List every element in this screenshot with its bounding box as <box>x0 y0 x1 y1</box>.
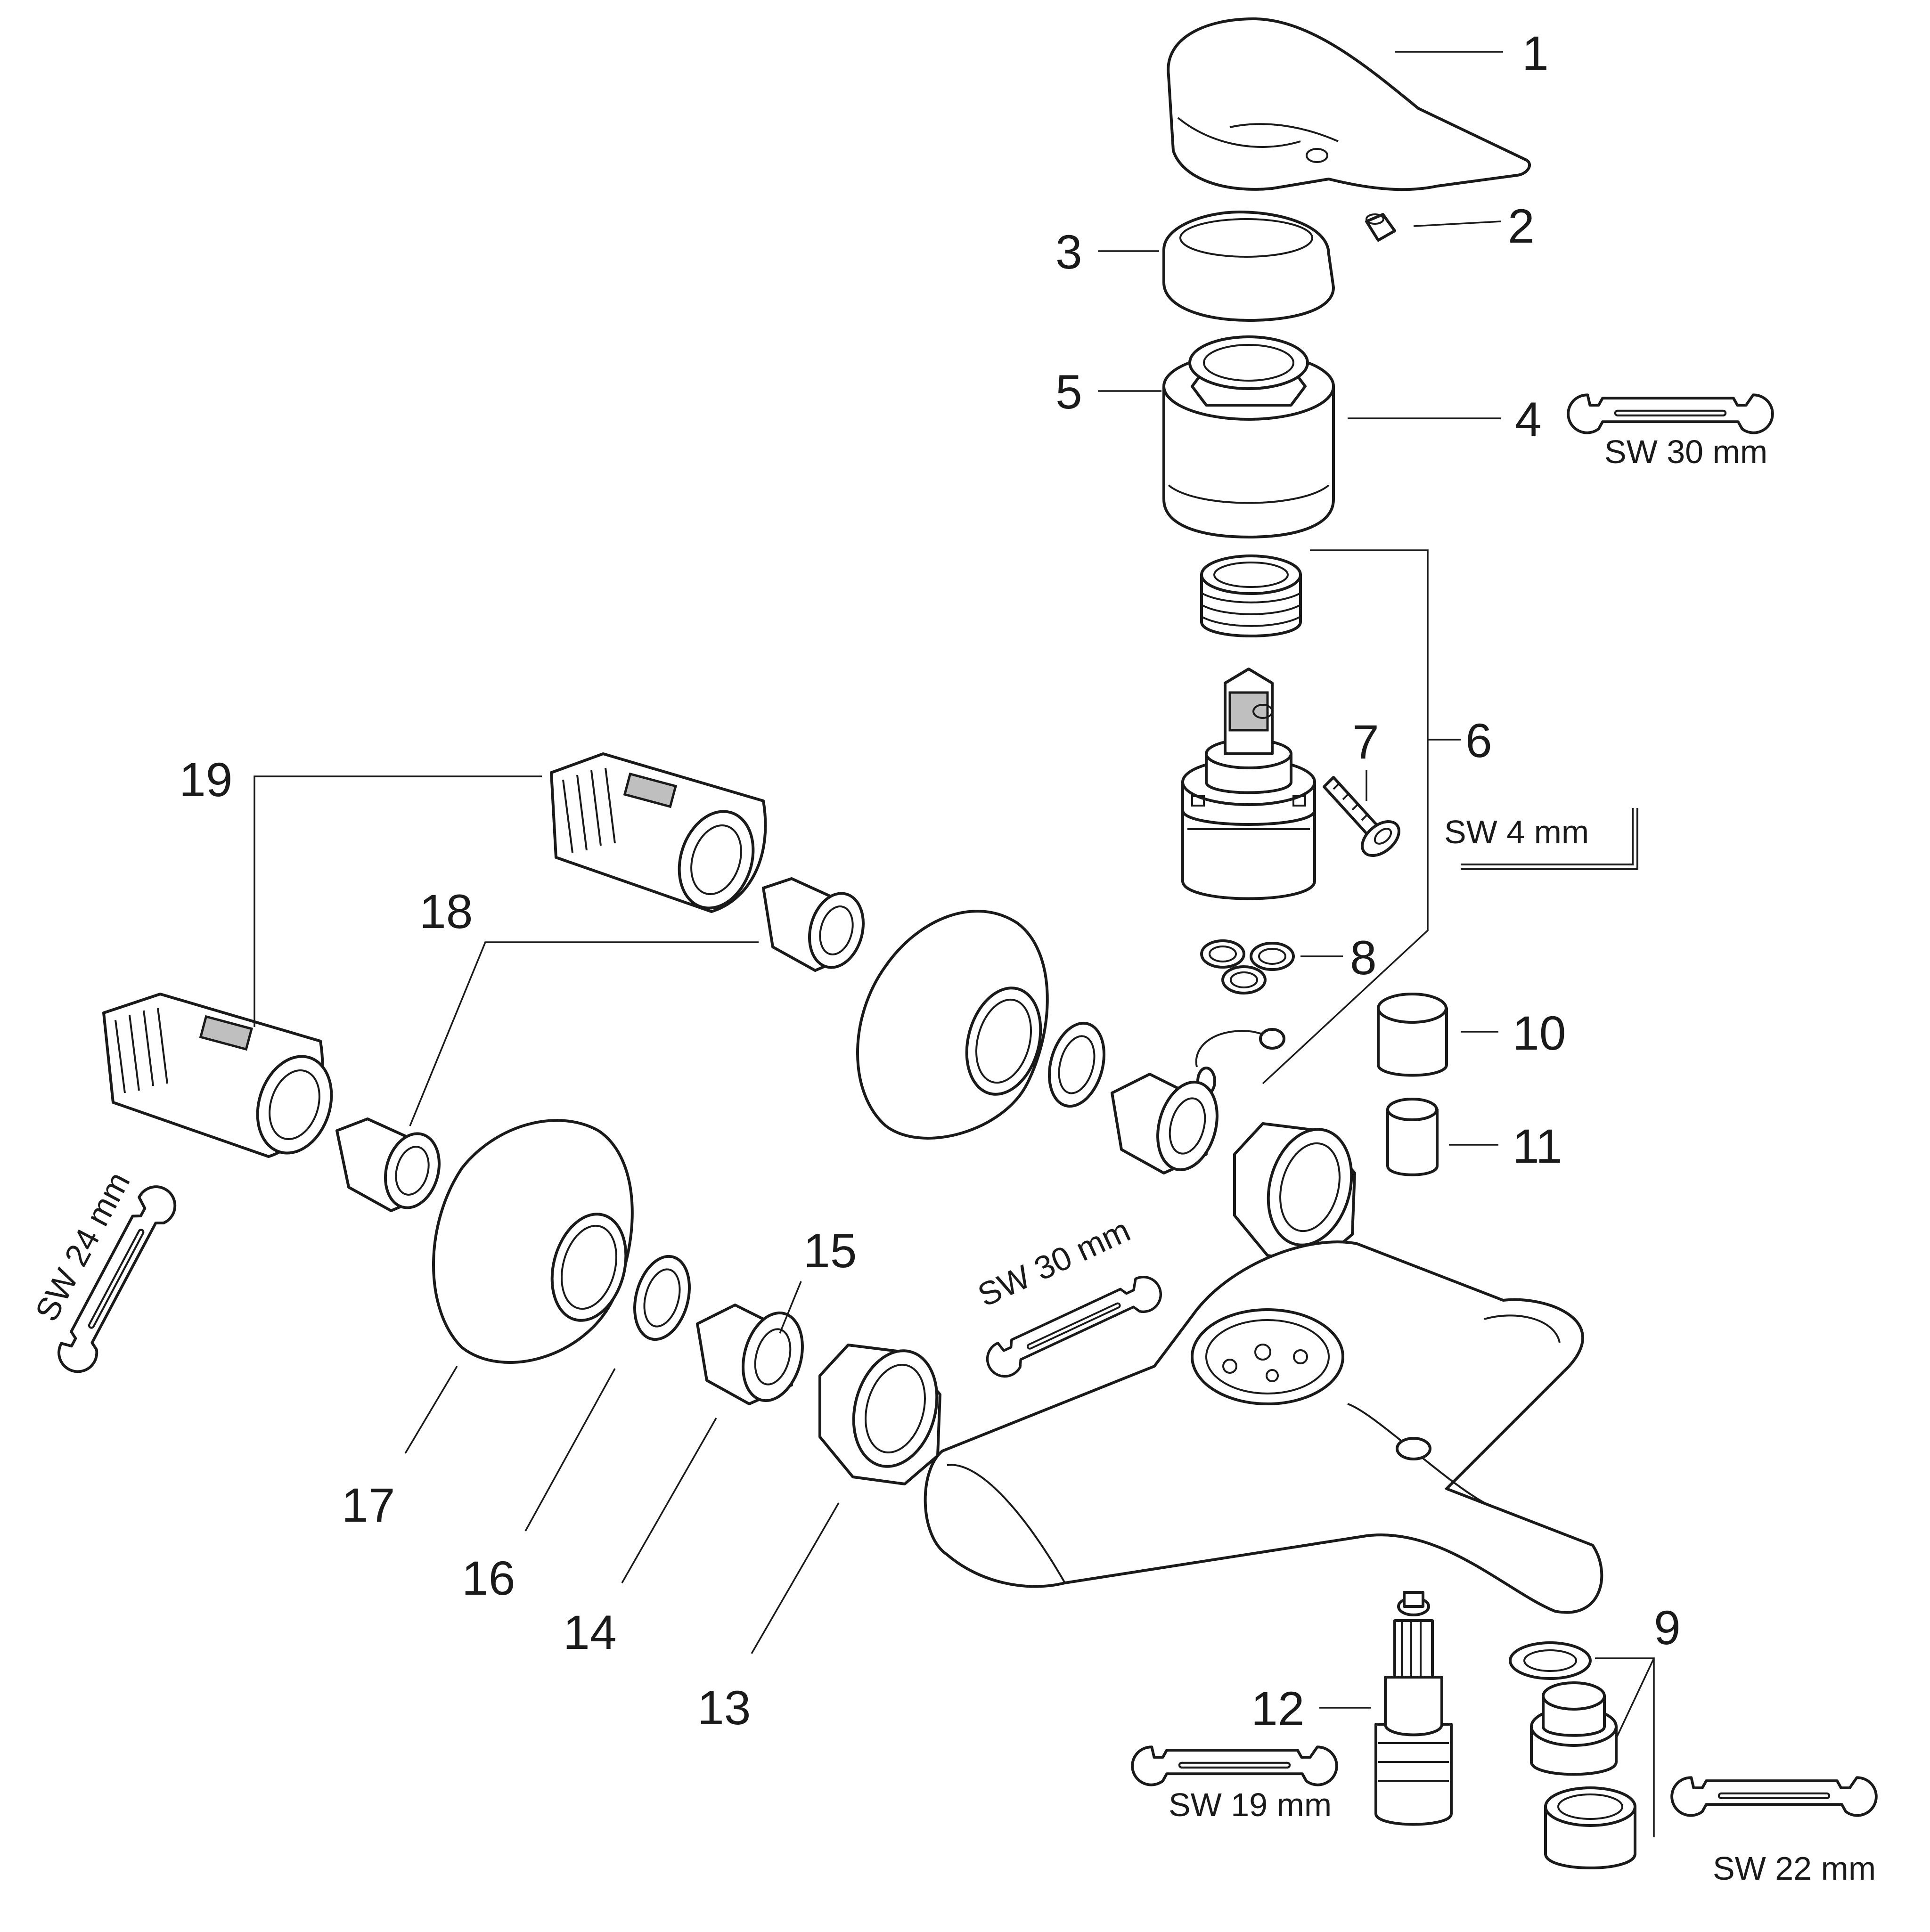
wrench-icon <box>1672 1777 1876 1815</box>
label-9: 9 <box>1654 1601 1681 1655</box>
union-nut-upper <box>1233 1122 1356 1264</box>
label-2: 2 <box>1508 199 1535 253</box>
part-2-set-screw <box>1365 213 1396 242</box>
part-8-seals <box>1200 939 1295 995</box>
tool-sw19: SW 19 mm <box>1169 1786 1332 1823</box>
label-12: 12 <box>1251 1682 1304 1736</box>
part-4-5-sleeve-nut <box>1162 335 1335 538</box>
label-13: 13 <box>697 1681 751 1735</box>
upper-rosette <box>856 910 1049 1140</box>
bracket-19 <box>254 775 542 1027</box>
label-5: 5 <box>1055 365 1082 419</box>
lower-seal-16 <box>633 1255 691 1341</box>
part-6-cartridge <box>1181 668 1316 900</box>
part-7-screw <box>1323 776 1400 857</box>
leader-14 <box>621 1418 717 1583</box>
label-18: 18 <box>419 885 473 938</box>
label-19: 19 <box>179 753 232 807</box>
upper-fitting <box>1111 1073 1219 1174</box>
label-4: 4 <box>1515 392 1542 446</box>
lower-adapter-18 <box>335 1117 441 1212</box>
leader-13 <box>751 1502 840 1654</box>
part-6-clip <box>1195 1028 1285 1096</box>
upper-connector-19 <box>550 752 767 913</box>
part-11-sleeve <box>1386 1098 1439 1176</box>
union-nut-13 <box>818 1344 941 1485</box>
label-1: 1 <box>1522 26 1549 80</box>
label-17: 17 <box>342 1478 395 1532</box>
label-15: 15 <box>803 1224 857 1278</box>
tool-sw30-top: SW 30 mm <box>1604 433 1767 470</box>
wrench-icon <box>1132 1747 1337 1785</box>
leader-17 <box>404 1366 458 1454</box>
label-10: 10 <box>1513 1006 1566 1060</box>
part-1-lever-handle <box>1167 17 1531 191</box>
wrench-icon <box>1568 395 1773 432</box>
label-7: 7 <box>1352 715 1379 769</box>
label-3: 3 <box>1055 225 1082 279</box>
part-12-diverter <box>1374 1591 1453 1826</box>
bracket-18 <box>409 941 759 1126</box>
label-14: 14 <box>563 1606 616 1659</box>
lower-rosette-17 <box>432 1119 634 1364</box>
part-3-cover-cap <box>1162 211 1335 322</box>
part-10-cap <box>1377 993 1448 1077</box>
leader-16 <box>524 1368 616 1532</box>
label-16: 16 <box>462 1551 515 1605</box>
upper-seal <box>1047 1021 1106 1108</box>
label-6: 6 <box>1465 714 1492 767</box>
leader-2 <box>1413 220 1501 227</box>
tool-sw22: SW 22 mm <box>1713 1850 1876 1887</box>
lower-fitting-14-15 <box>696 1304 804 1405</box>
part-9-aerator <box>1509 1641 1636 1869</box>
lower-connector-19 <box>102 993 333 1158</box>
label-11: 11 <box>1513 1119 1562 1173</box>
part-6-threaded-ring <box>1200 554 1302 637</box>
tool-sw4: SW 4 mm <box>1444 814 1589 850</box>
mixer-body <box>924 1240 1603 1614</box>
label-8: 8 <box>1350 931 1377 985</box>
bracket-9 <box>1595 1657 1655 1837</box>
upper-adapter-18 <box>762 877 865 972</box>
leader-15 <box>779 1281 802 1334</box>
